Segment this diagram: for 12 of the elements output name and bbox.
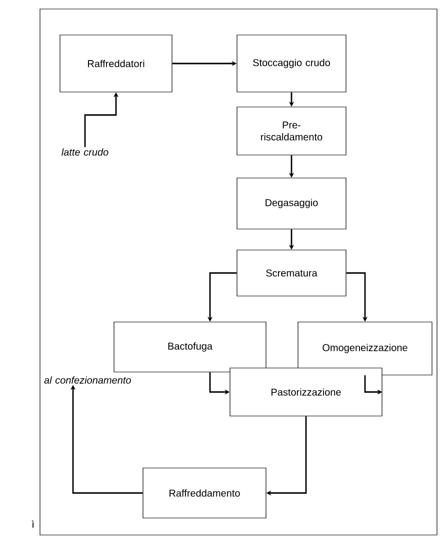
process-box: Raffreddatori (60, 34, 172, 92)
note-text: al confezionamento (44, 376, 131, 384)
note-text: latte crudo (62, 148, 108, 156)
process-box: Scrematura (236, 250, 346, 296)
process-box: Pre- riscaldamento (236, 106, 346, 156)
stray-character: ì (32, 520, 34, 528)
process-box: Degasaggio (236, 178, 346, 230)
process-box: Bactofuga (114, 322, 266, 372)
process-box: Raffreddamento (142, 468, 266, 518)
process-box: Stoccaggio crudo (236, 34, 346, 92)
process-box: Pastorizzazione (230, 368, 382, 416)
process-box: Omogeneizzazione (298, 322, 432, 376)
